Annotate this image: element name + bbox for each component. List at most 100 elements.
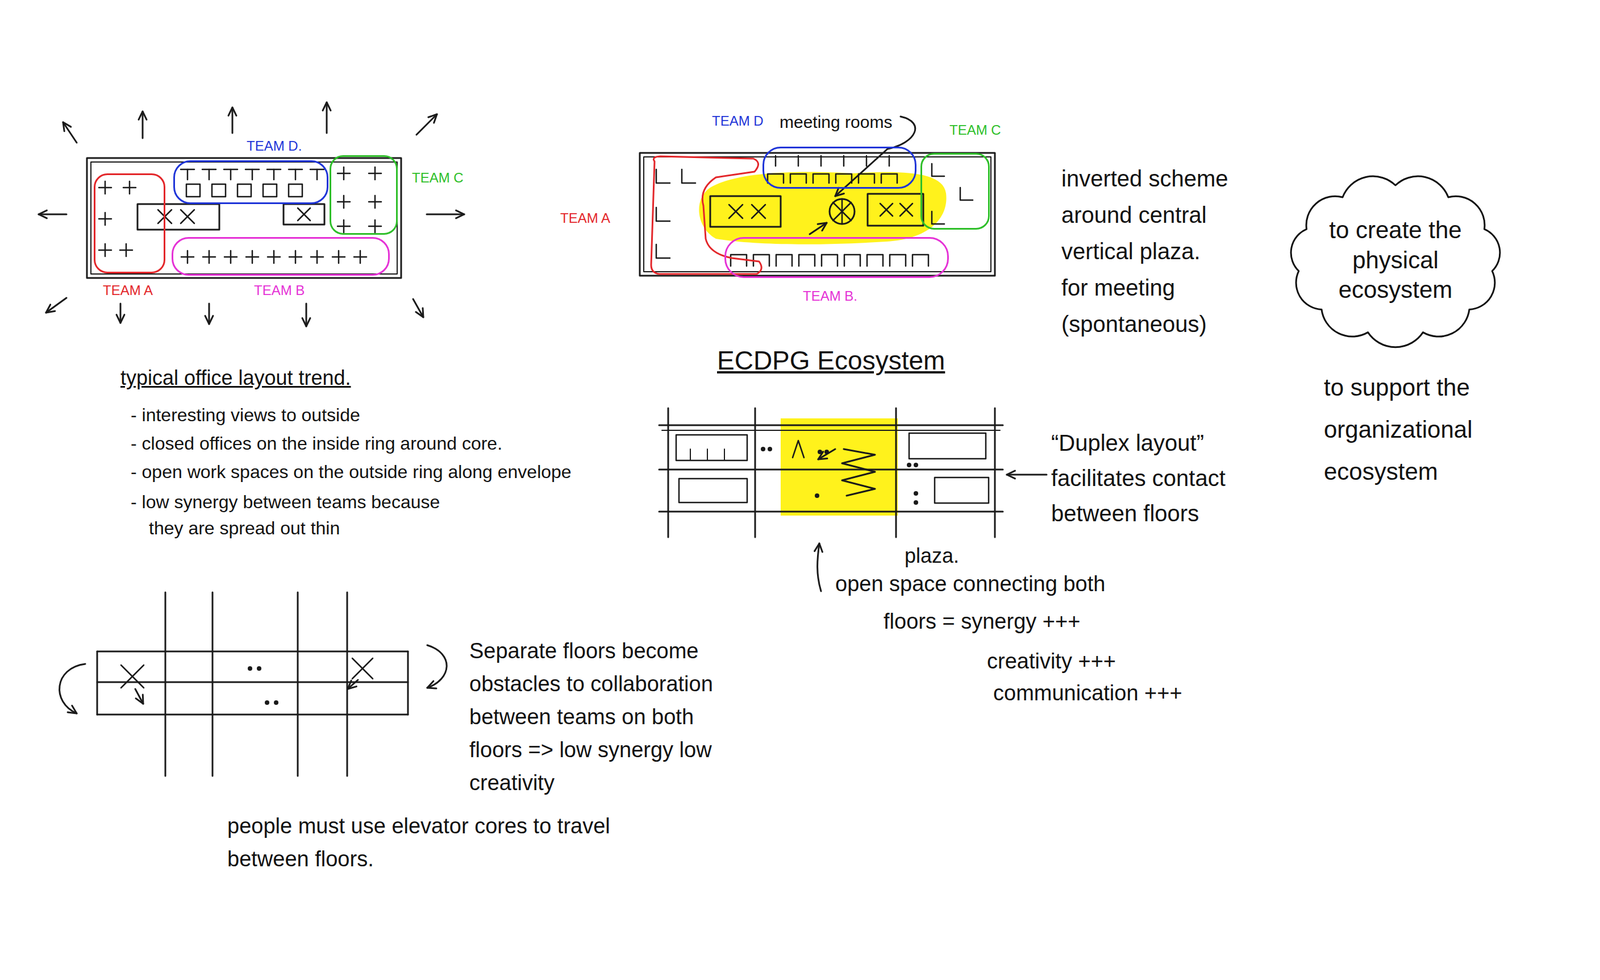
section-heading: ECDPG Ecosystem: [717, 344, 945, 378]
office-mark: [776, 254, 793, 266]
meeting-room-mark: [835, 173, 852, 183]
meeting-room-mark: [813, 173, 829, 183]
team-zone: TEAM D: [762, 146, 917, 189]
office-box: [263, 184, 277, 197]
partition-mark: [186, 169, 189, 180]
elevator-arrow: [135, 694, 144, 704]
annotation: plaza.: [904, 542, 960, 569]
view-arrow: [46, 304, 56, 313]
partition-mark: [104, 212, 107, 225]
core-x-mark: [121, 664, 144, 688]
person-dot: [817, 449, 823, 454]
plaza-highlight: [698, 172, 947, 245]
person-dot: [256, 665, 262, 671]
partition-mark: [316, 250, 319, 264]
grid-line: [895, 407, 898, 537]
annotation: Separate floors become obstacles to coll…: [469, 634, 737, 799]
person-dot: [760, 446, 766, 452]
partition-mark: [656, 207, 670, 222]
partition-mark: [931, 211, 945, 224]
core-x-mark: [297, 207, 311, 221]
partition-mark: [343, 219, 345, 233]
zone-outline: [651, 156, 762, 274]
view-arrow: [322, 102, 331, 111]
cloud-note: to create the physical ecosystem: [1313, 215, 1478, 306]
core-x-mark: [880, 203, 893, 216]
pointer-arrow: [817, 543, 822, 591]
team-label: TEAM B.: [802, 288, 858, 305]
elevator-arrow: [347, 680, 357, 689]
view-arrow: [38, 210, 47, 219]
partition-mark: [316, 169, 319, 180]
core-x-mark: [352, 657, 373, 679]
annotation: communication +++: [993, 679, 1183, 707]
team-label: TEAM B: [253, 282, 305, 299]
elevator-arrow: [347, 679, 358, 689]
person-dot: [264, 700, 270, 705]
partition-mark: [230, 169, 232, 180]
partition-mark: [931, 163, 945, 177]
partition-mark: [359, 250, 362, 264]
view-arrow: [326, 102, 328, 133]
partition-mark: [273, 250, 275, 264]
core-x-mark: [121, 664, 144, 688]
partition-mark: [104, 181, 107, 194]
view-arrow: [116, 314, 125, 323]
partition-mark: [723, 448, 725, 461]
bullet-note: - closed offices on the inside ring arou…: [130, 431, 503, 455]
core-x-mark: [880, 203, 893, 216]
thought-cloud: to create the physical ecosystem: [1280, 168, 1511, 353]
zone-outline: [646, 153, 766, 278]
elevator-core: [283, 203, 325, 225]
person-dot: [814, 493, 820, 498]
partition-mark: [374, 195, 377, 208]
annotation: meeting rooms: [779, 111, 893, 133]
partition-mark: [208, 169, 211, 180]
view-arrow: [138, 111, 147, 120]
circulation-loop: [427, 644, 447, 688]
core-x-mark: [751, 204, 766, 219]
partition-mark: [656, 244, 670, 258]
team-label: TEAM C: [411, 169, 464, 187]
pointer-arrow: [1006, 473, 1047, 476]
cloud-outline: [1290, 176, 1500, 348]
core-x-mark: [728, 204, 743, 219]
partition-mark: [128, 181, 131, 194]
annotation: inverted scheme around central vertical …: [1061, 160, 1244, 270]
partition-mark: [374, 167, 377, 180]
view-arrow: [302, 318, 311, 327]
plan-outline: [643, 156, 991, 272]
room-outline: [909, 432, 986, 459]
view-arrow: [231, 107, 234, 133]
view-arrow: [426, 213, 465, 216]
room-outline: [676, 434, 748, 461]
floor-line: [97, 713, 408, 716]
bullet-note: - low synergy between teams because they…: [130, 488, 468, 541]
floor-line: [97, 681, 408, 683]
core-x-mark: [180, 209, 195, 224]
core-x-mark: [900, 203, 913, 216]
partition-mark: [208, 250, 211, 264]
partition-mark: [865, 155, 868, 166]
partition-mark: [681, 169, 696, 183]
partition-mark: [706, 448, 708, 461]
view-arrow: [63, 122, 77, 143]
partition-mark: [338, 250, 340, 264]
person-dot: [767, 446, 773, 452]
partition-mark: [820, 155, 823, 166]
annotation: floors = synergy +++: [883, 607, 1081, 636]
grid-line: [994, 407, 997, 537]
annotation: creativity +++: [986, 647, 1116, 675]
team-label: TEAM A: [102, 282, 153, 299]
annotation: people must use elevator cores to travel…: [227, 809, 637, 875]
section-heading: typical office layout trend.: [120, 364, 352, 391]
office-mark: [867, 254, 883, 266]
office-mark: [798, 254, 815, 266]
team-label: TEAM A: [560, 210, 611, 227]
grid-line: [96, 651, 99, 715]
partition-mark: [843, 155, 845, 166]
team-zone: TEAM A: [93, 173, 166, 274]
circulation-loop: [67, 705, 77, 714]
view-arrow: [415, 307, 424, 318]
team-label: TEAM C: [949, 122, 1002, 139]
